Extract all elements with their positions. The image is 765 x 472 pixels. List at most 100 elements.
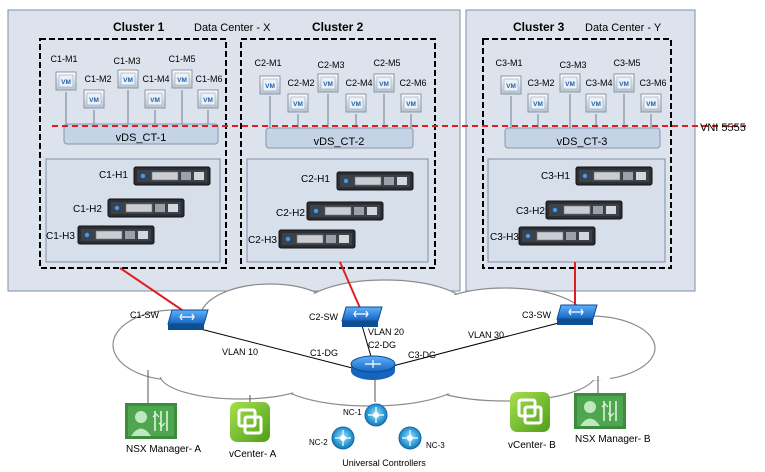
host-server-icon	[575, 166, 653, 186]
vm-icon: VM	[527, 93, 549, 113]
switch-c1-label: C1-SW	[130, 310, 160, 320]
vds-3-label: vDS_CT-3	[557, 136, 608, 148]
switch-c3-label: C3-SW	[522, 310, 552, 320]
host-label: C1-H3	[46, 231, 75, 242]
vm-icon: VM	[83, 89, 105, 109]
link-sw1-dg	[184, 324, 361, 371]
vm-badge-text: VM	[89, 97, 99, 104]
vm-icon: VM	[317, 73, 339, 93]
link-sw2-dg	[360, 321, 373, 361]
nsx-manager-a-icon	[125, 403, 177, 439]
vm-label: C1-M2	[84, 74, 111, 84]
vm-label: C3-M2	[527, 78, 554, 88]
vm-badge-text: VM	[379, 81, 389, 88]
vm-label: C1-M4	[142, 74, 169, 84]
controller-nc3-icon	[398, 426, 422, 450]
vm-label: C1-M5	[168, 54, 195, 64]
vm-icon: VM	[55, 71, 77, 91]
vm-badge-text: VM	[323, 81, 333, 88]
link-sw3-dg	[384, 319, 571, 369]
vlan-10-label: VLAN 10	[222, 347, 258, 357]
uplink-cluster-1	[119, 267, 186, 313]
vm-label: C3-M5	[613, 58, 640, 68]
host-server-icon	[107, 198, 185, 218]
vds-2-label: vDS_CT-2	[314, 136, 365, 148]
vm-icon: VM	[197, 89, 219, 109]
vm-badge-text: VM	[265, 83, 275, 90]
vm-badge-text: VM	[351, 101, 361, 108]
host-server-icon	[133, 166, 211, 186]
vm-label: C3-M4	[585, 78, 612, 88]
vm-badge-text: VM	[203, 97, 213, 104]
uplink-cluster-2	[339, 261, 361, 309]
vm-label: C1-M3	[113, 56, 140, 66]
dg-1-label: C1-DG	[310, 348, 338, 358]
vcenter-b-label: vCenter- B	[508, 440, 556, 451]
vm-badge-text: VM	[646, 101, 656, 108]
datacenter-x-label: Data Center - X	[194, 22, 271, 34]
vm-badge-text: VM	[150, 97, 160, 104]
dg-3-label: C3-DG	[408, 350, 436, 360]
host-server-icon	[518, 226, 596, 246]
vcenter-a-icon	[230, 402, 270, 442]
vlan-20-label: VLAN 20	[368, 327, 404, 337]
vds-2-bar	[265, 127, 414, 149]
vm-label: C3-M6	[639, 78, 666, 88]
host-server-icon	[306, 201, 384, 221]
vlan-30-label: VLAN 30	[468, 330, 504, 340]
vds-1-bar	[63, 123, 219, 145]
vds-1-label: vDS_CT-1	[116, 132, 167, 144]
cluster-2-box	[240, 38, 436, 269]
vcenter-b-icon	[510, 392, 550, 432]
host-server-icon	[336, 171, 414, 191]
switch-c3	[556, 304, 598, 325]
vm-icon: VM	[500, 75, 522, 95]
switch-c1	[167, 309, 209, 330]
vm-badge-text: VM	[123, 77, 133, 84]
host-label: C3-H1	[541, 171, 570, 182]
vm-label: C2-M4	[345, 78, 372, 88]
controller-nc2-icon	[331, 426, 355, 450]
vm-badge-text: VM	[506, 83, 516, 90]
vni-label: VNI 5555	[700, 122, 746, 134]
vm-icon: VM	[144, 89, 166, 109]
vm-label: C2-M1	[254, 58, 281, 68]
vm-icon: VM	[345, 93, 367, 113]
cluster-3-box	[482, 38, 672, 269]
vm-label: C1-M6	[195, 74, 222, 84]
vm-badge-text: VM	[177, 77, 187, 84]
switch-c2	[341, 306, 383, 327]
host-label: C1-H1	[99, 170, 128, 181]
dg-2-label: C2-DG	[368, 340, 396, 350]
vm-icon: VM	[585, 93, 607, 113]
cluster-1-title: Cluster 1	[113, 20, 165, 34]
cluster-2-title: Cluster 2	[312, 20, 364, 34]
vm-icon: VM	[640, 93, 662, 113]
nsx-manager-b-label: NSX Manager- B	[575, 434, 651, 445]
host-server-icon	[77, 225, 155, 245]
host-label: C2-H2	[276, 208, 305, 219]
nsx-manager-a-label: NSX Manager- A	[126, 444, 201, 455]
vm-icon: VM	[287, 93, 309, 113]
vds-3-bar	[504, 127, 661, 149]
host-server-icon	[278, 229, 356, 249]
cluster-1-box	[39, 38, 227, 269]
vm-icon: VM	[259, 75, 281, 95]
switch-c2-label: C2-SW	[309, 312, 339, 322]
vm-label: C3-M3	[559, 60, 586, 70]
host-label: C3-H2	[516, 206, 545, 217]
controllers-group-label: Universal Controllers	[342, 458, 426, 468]
host-label: C2-H3	[248, 235, 277, 246]
vm-label: C2-M3	[317, 60, 344, 70]
vm-icon: VM	[117, 69, 139, 89]
vm-label: C2-M2	[287, 78, 314, 88]
vm-badge-text: VM	[591, 101, 601, 108]
vm-badge-text: VM	[61, 79, 71, 86]
vm-icon: VM	[171, 69, 193, 89]
controller-nc3-label: NC-3	[426, 441, 445, 450]
controller-nc1-icon	[364, 403, 388, 427]
vm-label: C1-M1	[50, 54, 77, 64]
controller-nc1-label: NC-1	[343, 408, 362, 417]
host-label: C2-H1	[301, 174, 330, 185]
